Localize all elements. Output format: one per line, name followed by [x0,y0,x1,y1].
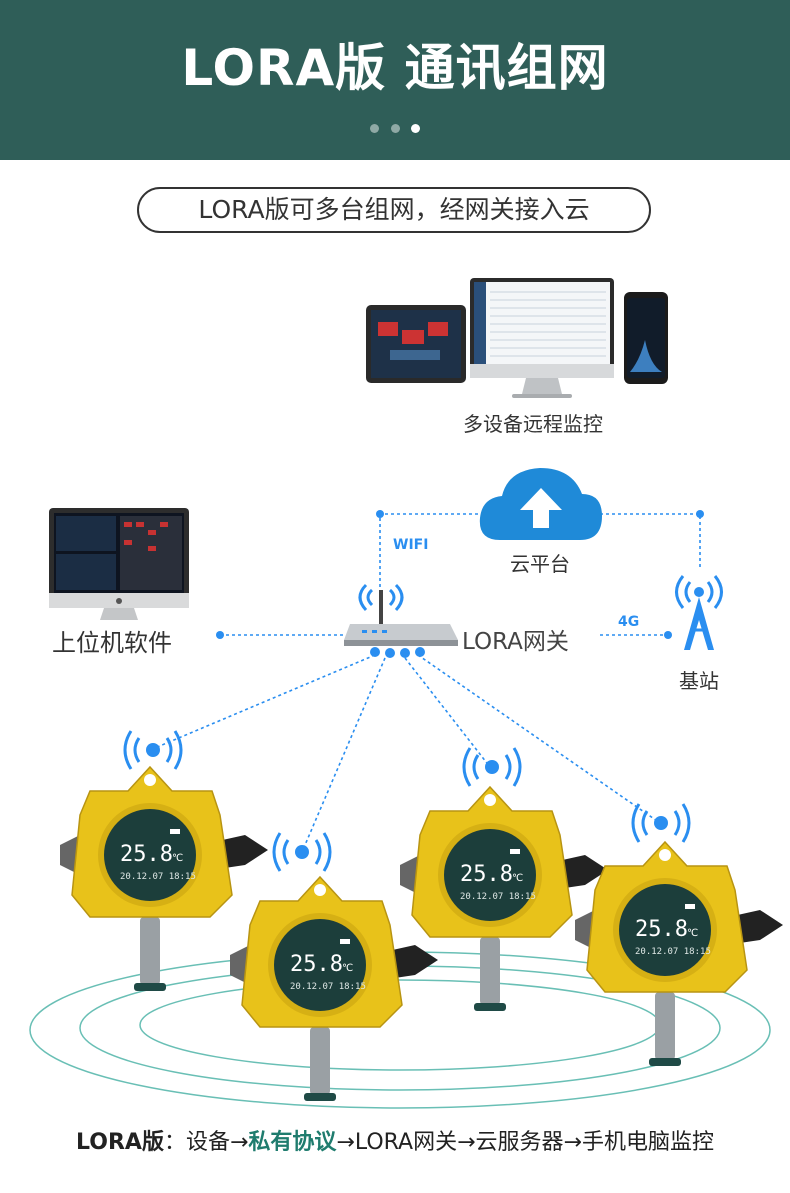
base-station-label: 基站 [679,669,719,693]
wifi-label: WIFI [393,537,429,553]
cloud-icon [479,468,602,540]
footer-prefix: LORA版 [76,1130,164,1155]
sensor-datetime: 20.12.07 18:15 [290,982,366,992]
page-title: LORA版 通讯组网 [181,39,609,97]
gateway-icon [344,583,458,646]
fourg-label: 4G [618,614,640,630]
footer-flow: LORA版：设备→私有协议→LORA网关→云服务器→手机电脑监控 [0,1124,790,1156]
header-banner: LORA版 通讯组网 [0,0,790,160]
sensor-unit: ℃ [687,928,698,939]
carousel-dots [0,118,790,137]
gateway-label: LORA网关 [462,629,569,655]
carousel-dot-2[interactable] [390,124,400,133]
tablet-icon [366,305,466,383]
sensor-value: 25.8 [120,842,173,867]
connection-lines [154,513,701,853]
sensor-unit: ℃ [342,963,353,974]
sensor-unit: ℃ [172,853,183,864]
monitor-icon [470,278,614,398]
subtitle-pill: LORA版可多台组网，经网关接入云 [137,187,651,233]
footer-highlight: 私有协议 [248,1130,337,1155]
host-computer-icon [49,508,189,620]
host-software-label: 上位机软件 [52,629,172,657]
sensor-value: 25.8 [635,917,688,942]
sensor-unit: ℃ [512,873,523,884]
sensor-datetime: 20.12.07 18:15 [635,947,711,957]
cloud-platform-label: 云平台 [510,552,570,576]
carousel-dot-3[interactable] [410,124,420,133]
gas-sensor-device: 25.8℃ 20.12.07 18:15 [575,840,783,1066]
sensor-datetime: 20.12.07 18:15 [120,872,196,882]
phone-icon [624,292,668,384]
sensor-signal-icons [123,730,691,872]
sensor-value: 25.8 [290,952,343,977]
sensor-value: 25.8 [460,862,513,887]
gas-sensor-device: 25.8℃ 20.12.07 18:15 [400,785,608,1011]
line-nodes [216,510,704,658]
carousel-dot-1[interactable] [370,124,380,133]
base-station-icon [675,575,723,650]
gas-sensor-device: 25.8℃ 20.12.07 18:15 [60,765,268,991]
remote-monitor-label: 多设备远程监控 [463,412,603,436]
footer-part2: →LORA网关→云服务器→手机电脑监控 [336,1130,714,1155]
gas-sensor-device: 25.8℃ 20.12.07 18:15 [230,875,438,1101]
footer-part1: ：设备→ [163,1130,249,1155]
sensor-datetime: 20.12.07 18:15 [460,892,536,902]
